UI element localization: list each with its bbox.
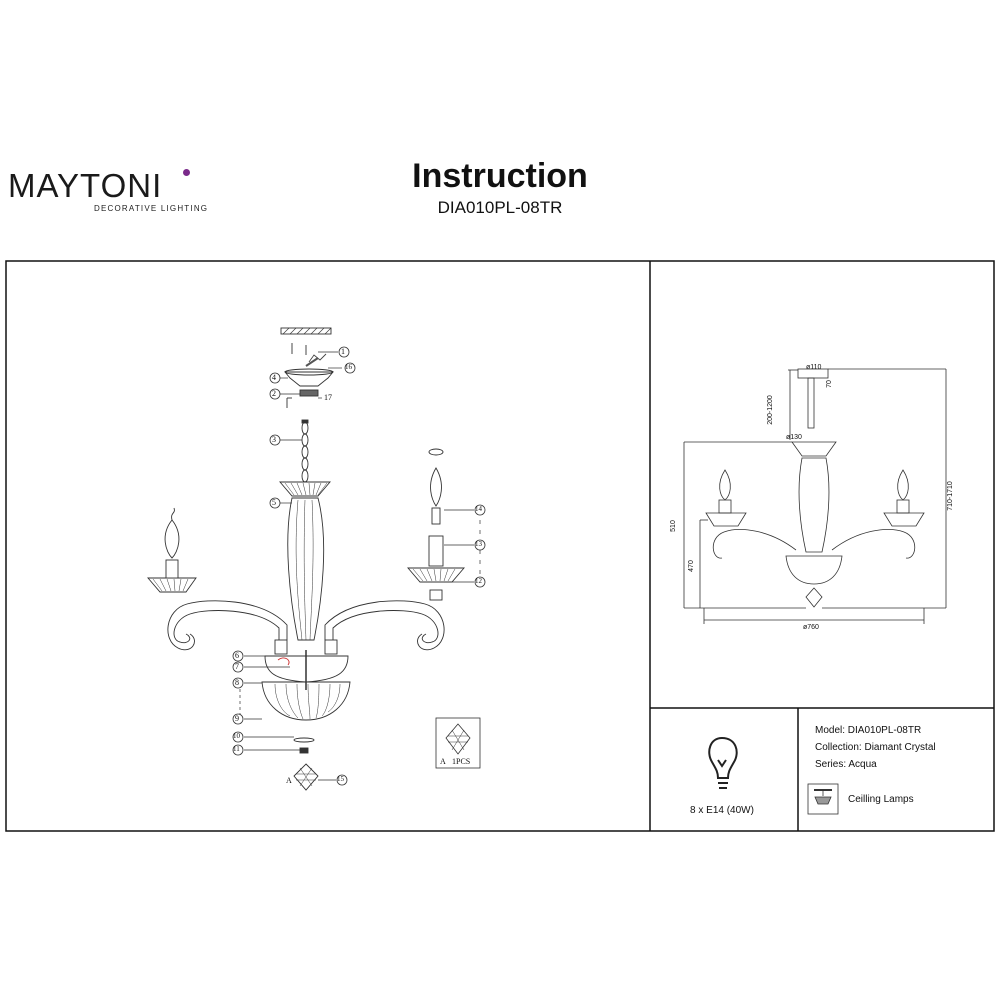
callout-13: 13 — [475, 540, 482, 548]
ceiling-lamp-icon — [807, 783, 839, 815]
top-cup — [279, 481, 331, 497]
callout-4: 4 — [272, 373, 276, 382]
kit-letter: A — [440, 757, 446, 766]
crystal-icon — [445, 723, 471, 755]
callout-14: 14 — [475, 505, 482, 513]
callout-8: 8 — [235, 678, 239, 687]
dim-canopy-height: 70 — [825, 380, 833, 388]
outer-frame — [5, 260, 995, 832]
callout-1: 1 — [341, 347, 345, 356]
callout-15: 15 — [337, 775, 344, 783]
brand-dot — [183, 169, 190, 176]
callout-circles — [232, 346, 486, 786]
glass-bowl — [261, 681, 351, 721]
callout-12: 12 — [475, 577, 482, 585]
dim-height-mid: 470 — [687, 560, 695, 572]
candle-sleeve — [428, 535, 444, 567]
callout-leaders — [239, 351, 481, 781]
central-column — [287, 497, 325, 641]
exploded-view — [147, 327, 465, 791]
brand-name: MAYTONI — [8, 167, 163, 204]
exploded-bulb — [430, 467, 442, 507]
dim-height-right: 710-1710 — [946, 481, 954, 511]
callout-16: 16 — [345, 363, 352, 371]
info-series: Series: Acqua — [815, 759, 877, 770]
callout-17: 17 — [324, 393, 332, 402]
dim-height-left: 510 — [669, 520, 677, 532]
info-collection: Collection: Diamant Crystal — [815, 742, 936, 753]
info-category: Ceilling Lamps — [848, 794, 914, 805]
mount-bar — [299, 389, 319, 397]
dim-width: ø760 — [803, 624, 819, 631]
callout-9: 9 — [235, 714, 239, 723]
left-cup — [147, 577, 197, 593]
crystal-ref-label: A — [286, 776, 292, 785]
info-model: Model: DIA010PL-08TR — [815, 725, 922, 736]
model-code: DIA010PL-08TR — [437, 198, 563, 217]
callout-6: 6 — [235, 651, 239, 660]
callout-11: 11 — [233, 745, 240, 753]
bulb-icon — [708, 736, 738, 789]
callout-7: 7 — [235, 662, 239, 671]
brand-tagline: DECORATIVE LIGHTING — [94, 204, 209, 213]
callout-5: 5 — [272, 498, 276, 507]
dim-chain: 200-1200 — [766, 395, 774, 425]
dimension-drawing — [683, 368, 947, 624]
brand-logo: MAYTONI DECORATIVE LIGHTING — [8, 167, 207, 216]
chain — [301, 419, 309, 483]
bulb-spec: 8 x E14 (40W) — [690, 805, 754, 816]
callout-10: 10 — [233, 732, 240, 740]
callout-2: 2 — [272, 389, 276, 398]
dim-canopy: ø110 — [806, 364, 822, 371]
dim-top-cup: ø130 — [786, 434, 802, 441]
ceiling-plate — [280, 327, 332, 335]
left-flame-bulb — [164, 519, 180, 559]
kit-count: 1PCS — [452, 757, 471, 766]
callout-3: 3 — [272, 435, 276, 444]
crystal-kit — [435, 717, 481, 769]
page-title: Instruction — [412, 157, 588, 195]
